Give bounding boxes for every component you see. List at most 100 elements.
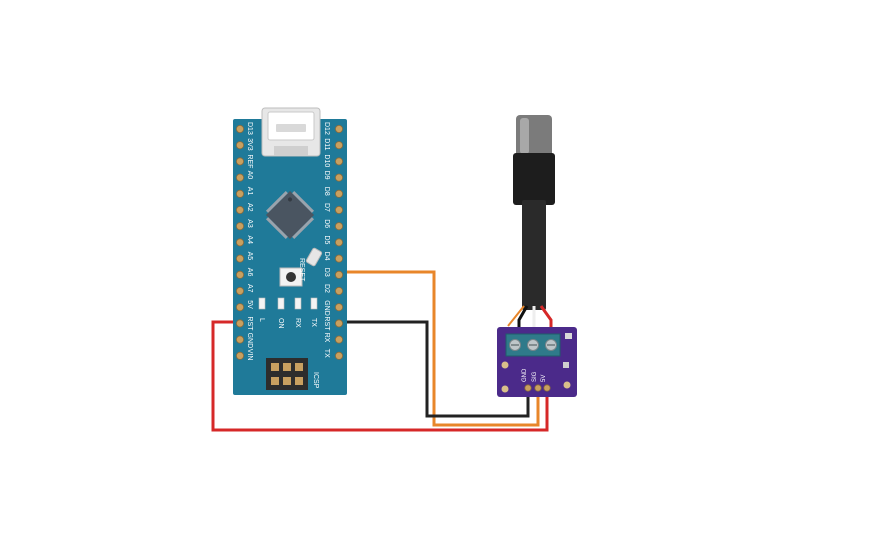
left-pin-label: 3V3 <box>246 138 253 151</box>
left-pin-d13 <box>235 125 244 134</box>
left-pin-gnd <box>235 335 244 344</box>
wire-5v-5v <box>211 320 549 432</box>
left-header-pins <box>235 125 244 360</box>
left-pin-vin <box>235 351 244 360</box>
left-pin-label: VIN <box>246 349 253 361</box>
right-pin-label: D2 <box>323 284 330 293</box>
right-pin-label: GND <box>323 300 330 316</box>
left-pin-5v <box>235 303 244 312</box>
right-pin-label: D5 <box>323 235 330 244</box>
left-pin-label: A1 <box>246 187 253 196</box>
left-pin-a3 <box>235 222 244 231</box>
right-pin-label: D8 <box>323 187 330 196</box>
left-pin-a6 <box>235 270 244 279</box>
left-pin-label: GND <box>246 333 253 349</box>
module-header-pins <box>524 384 551 392</box>
probe-wire-orange <box>507 305 525 327</box>
right-pin-d9 <box>334 173 343 182</box>
temperature-probe <box>507 115 555 340</box>
wires <box>211 270 549 432</box>
terminal-screws <box>509 339 557 351</box>
right-pin-label: D4 <box>323 252 330 261</box>
left-pin-a5 <box>235 254 244 263</box>
right-pin-label: D6 <box>323 219 330 228</box>
led-tx <box>310 297 318 310</box>
led-label: RX <box>294 318 301 328</box>
wire-gnd-gnd <box>339 320 530 418</box>
left-pin-label: D13 <box>246 122 253 135</box>
left-pin-a7 <box>235 286 244 295</box>
left-pin-label: 5V <box>246 300 253 309</box>
module-pin-sig <box>534 384 542 392</box>
led-label: TX <box>310 318 317 327</box>
reset-label: RESET <box>298 258 305 282</box>
board-body <box>233 119 347 395</box>
led-label: L <box>258 318 265 322</box>
left-pin-label: A2 <box>246 203 253 212</box>
right-pin-d11 <box>334 141 343 150</box>
left-pin-label: A4 <box>246 235 253 244</box>
right-pin-label: D10 <box>323 154 330 167</box>
status-leds <box>258 297 318 310</box>
icsp-pin <box>271 377 279 385</box>
left-pin-rst <box>235 319 244 328</box>
left-pin-label: RST <box>246 316 253 331</box>
left-pin-label: A3 <box>246 219 253 228</box>
icsp-pin <box>283 363 291 371</box>
left-pin-3v3 <box>235 141 244 150</box>
right-pin-label: D9 <box>323 171 330 180</box>
right-pin-label: D11 <box>323 138 330 150</box>
right-pin-tx <box>334 351 343 360</box>
usb-connector <box>261 107 321 157</box>
module-pin-label: 5V <box>541 375 547 382</box>
right-pin-label: RST <box>323 316 330 331</box>
right-pin-d6 <box>334 222 343 231</box>
led-labels: L ON RX TX <box>258 318 317 329</box>
module-pin-5v <box>543 384 551 392</box>
left-pin-label: A0 <box>246 171 253 180</box>
right-pin-d7 <box>334 205 343 214</box>
module-pin-label: GND <box>522 368 528 382</box>
right-pin-rx <box>334 335 343 344</box>
right-pin-d2 <box>334 286 343 295</box>
right-pin-d8 <box>334 189 343 198</box>
module-pin-label: SIG <box>532 371 538 382</box>
left-pin-label: A5 <box>246 252 253 261</box>
icsp-pin <box>295 377 303 385</box>
reset-button[interactable] <box>279 267 303 287</box>
right-pin-label: D12 <box>323 122 330 135</box>
right-pin-d5 <box>334 238 343 247</box>
icsp-pin <box>295 363 303 371</box>
right-header-pins <box>334 125 343 360</box>
left-pin-a2 <box>235 205 244 214</box>
left-pin-label: REF <box>246 154 253 168</box>
right-pin-label: TX <box>323 349 330 358</box>
right-pin-gnd <box>334 303 343 312</box>
icsp-pin <box>271 363 279 371</box>
led-rx <box>294 297 302 310</box>
left-pin-label: A6 <box>246 268 253 277</box>
module-pin-gnd <box>524 384 532 392</box>
right-pin-label: D3 <box>323 268 330 277</box>
right-pin-d4 <box>334 254 343 263</box>
led-label: ON <box>277 318 284 329</box>
led-l <box>258 297 266 310</box>
left-pin-ref <box>235 157 244 166</box>
icsp-label: ICSP <box>312 372 319 389</box>
right-pin-rst <box>334 319 343 328</box>
right-pin-d12 <box>334 125 343 134</box>
left-pin-a4 <box>235 238 244 247</box>
left-pin-label: A7 <box>246 284 253 293</box>
left-pin-a1 <box>235 189 244 198</box>
right-pin-label: D7 <box>323 203 330 212</box>
left-pin-a0 <box>235 173 244 182</box>
probe-sleeve <box>513 153 555 205</box>
icsp-header <box>266 358 308 390</box>
led-on <box>277 297 285 310</box>
